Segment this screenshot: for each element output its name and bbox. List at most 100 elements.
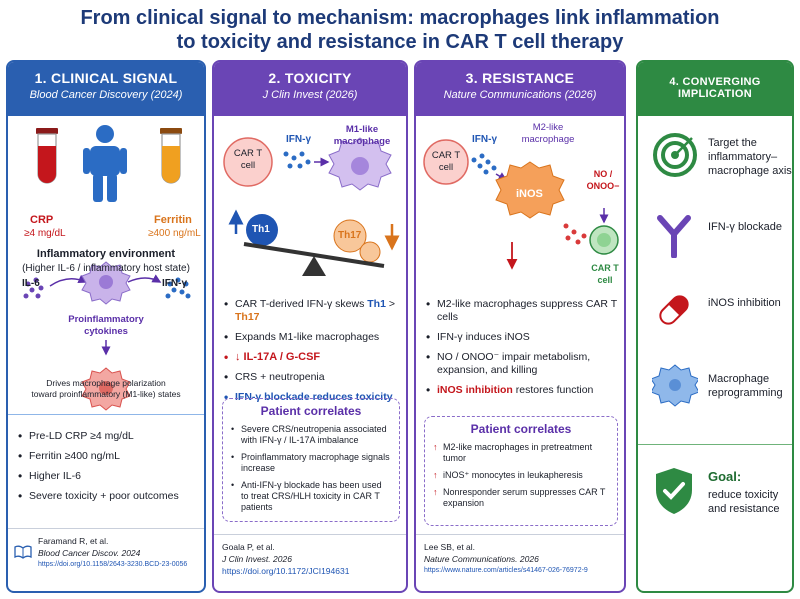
ref-doi-link[interactable]: https://www.nature.com/articles/s41467-0…: [424, 567, 588, 574]
implication-text: IFN-γ blockade: [708, 221, 782, 233]
patient-icon: [83, 125, 127, 202]
ferritin-tube-icon: [160, 128, 182, 184]
panel-header: 2. TOXICITY J Clin Invest (2026): [214, 62, 406, 116]
th1-cell-icon: [246, 214, 278, 246]
bullet-item: CAR T-derived IFN-γ skews Th1 > Th17: [224, 298, 404, 324]
ifng-label: IFN-γ: [472, 134, 497, 145]
resistance-illustration: [423, 139, 619, 270]
divider: [638, 444, 792, 445]
clinical-illustration: [23, 125, 191, 411]
car-t-cell-icon: [223, 137, 273, 187]
macrophage-icon: [652, 364, 698, 407]
car-t-label: CAR T cell: [431, 150, 461, 173]
ref-doi-link[interactable]: https://doi.org/10.1158/2643-3230.BCD-23…: [38, 561, 188, 568]
reference: Faramand R, et al. Blood Cancer Discov. …: [8, 528, 204, 577]
patient-correlates-box: Patient correlates M2-like macrophages i…: [424, 416, 618, 526]
bullet-item: Severe toxicity + poor outcomes: [18, 490, 198, 503]
il6-label: IL-6: [22, 278, 40, 289]
panel-source: J Clin Invest (2026): [262, 89, 358, 101]
divider: [8, 414, 204, 415]
panel-header: 3. RESISTANCE Nature Communications (202…: [416, 62, 624, 116]
figure-title: From clinical signal to mechanism: macro…: [0, 6, 800, 54]
car-t-label: CAR T cell: [591, 263, 619, 285]
bullet-item: ↓ IL-17A / G-CSF: [224, 351, 404, 364]
correlate-item: Severe CRS/neutropenia associated with I…: [231, 424, 391, 446]
panel-heading: 1. CLINICAL SIGNAL: [34, 70, 178, 86]
th17-label: Th17: [338, 230, 362, 241]
ifng-dots: [471, 153, 497, 175]
correlate-item: M2-like macrophages in pretreatment tumo…: [433, 442, 609, 464]
seesaw-beam: [243, 242, 385, 268]
seesaw-fulcrum: [302, 256, 326, 276]
ref-author: Goala P, et al.: [222, 542, 275, 552]
ifng-label: IFN-γ: [286, 134, 311, 145]
bullet-item: iNOS inhibition restores function: [426, 384, 622, 397]
panel-source: Nature Communications (2026): [443, 89, 597, 101]
no-label: NO / ONOO−: [586, 169, 620, 191]
bullet-item: Higher IL-6: [18, 470, 198, 483]
ref-journal: J Clin Invest. 2026: [222, 554, 292, 564]
ref-doi-link[interactable]: https://doi.org/10.1172/JCI194631: [222, 566, 350, 576]
ref-journal: Blood Cancer Discov. 2024: [38, 548, 141, 558]
toxicity-bullets: CAR T-derived IFN-γ skews Th1 > Th17 Exp…: [224, 298, 404, 411]
th1-label: Th1: [252, 224, 270, 235]
correlate-item: Anti-IFN-γ blockade has been used to tre…: [231, 480, 391, 513]
inos-label: iNOS: [516, 188, 543, 200]
drives-line-2: toward proinflammatory (M1-like) states: [31, 389, 181, 399]
bullet-item: CRS + neutropenia: [224, 371, 404, 384]
panel-header: 1. CLINICAL SIGNAL Blood Cancer Discover…: [8, 62, 204, 116]
m2-label: M2-like macrophage: [521, 122, 575, 145]
goal-title: Goal:: [708, 469, 742, 484]
goal-text: reduce toxicity and resistance: [708, 489, 780, 515]
panel-heading: 3. RESISTANCE: [465, 70, 575, 86]
bullet-item: IFN-γ induces iNOS: [426, 331, 622, 344]
ref-author: Lee SB, et al.: [424, 542, 476, 552]
panel-clinical-signal: 1. CLINICAL SIGNAL Blood Cancer Discover…: [6, 60, 206, 593]
env-subtitle: (Higher IL-6 / inflammatory host state): [22, 263, 190, 274]
book-icon: [14, 545, 32, 559]
target-icon: [653, 133, 697, 177]
patient-correlates-box: Patient correlates Severe CRS/neutropeni…: [222, 398, 400, 522]
panel-converging-implication: 4. CONVERGING IMPLICATION Target the inf…: [636, 60, 794, 593]
ifng-dots: [283, 151, 311, 169]
th17-cell-icon: [333, 219, 367, 253]
correlate-item: Nonresponder serum suppresses CAR T expa…: [433, 487, 609, 509]
bullet-item: Pre-LD CRP ≥4 mg/dL: [18, 430, 198, 443]
antibody-icon: [657, 215, 691, 258]
m1-macrophage-icon: [81, 367, 131, 411]
ifng-dots: [165, 277, 191, 299]
macrophage-icon: [81, 261, 131, 305]
ifng-label: IFN-γ: [162, 278, 187, 289]
car-t-label: CAR T cell: [233, 148, 263, 171]
toxicity-illustration: [223, 137, 400, 276]
crp-value: ≥4 mg/dL: [24, 228, 66, 239]
correlate-item: iNOS⁺ monocytes in leukapheresis: [433, 470, 609, 481]
ferritin-label: Ferritin: [154, 214, 192, 226]
crp-label: CRP: [30, 214, 54, 226]
implication-text: Target the inflammatory–macrophage axis: [708, 137, 792, 177]
resistance-bullets: M2-like macrophages suppress CAR T cells…: [426, 298, 622, 404]
reference: Lee SB, et al. Nature Communications. 20…: [416, 534, 624, 583]
m1-label: M1-like macrophage: [333, 124, 391, 147]
title-line-1: From clinical signal to mechanism: macro…: [80, 7, 720, 29]
m1-macrophage-icon: [328, 137, 392, 191]
panel-heading: 2. TOXICITY: [268, 70, 352, 86]
env-title: Inflammatory environment: [36, 248, 176, 260]
panel-resistance: 3. RESISTANCE Nature Communications (202…: [414, 60, 626, 593]
bullet-item: IFN-γ blockade reduces toxicity: [224, 391, 404, 404]
clinical-bullets: Pre-LD CRP ≥4 mg/dL Ferritin ≥400 ng/mL …: [18, 430, 198, 510]
correlate-item: Proinflammatory macrophage signals incre…: [231, 452, 391, 474]
cytokines-label: Proinflammatory cytokines: [68, 314, 144, 337]
drives-line-1: Drives macrophage polarization: [46, 378, 166, 388]
shield-check-icon: [656, 468, 692, 514]
correlates-title: Patient correlates: [260, 404, 362, 418]
bullet-item: Expands M1-like macrophages: [224, 331, 404, 344]
bullet-item: NO / ONOO⁻ impair metabolism, expansion,…: [426, 351, 622, 377]
panel-header: 4. CONVERGING IMPLICATION: [638, 62, 792, 116]
drives-text: Drives macrophage polarization toward pr…: [8, 378, 204, 400]
ref-author: Faramand R, et al.: [38, 536, 109, 546]
m2-macrophage-icon: [495, 161, 565, 219]
panel-toxicity: 2. TOXICITY J Clin Invest (2026) CAR T c…: [212, 60, 408, 593]
no-dots: [563, 223, 587, 245]
implication-text: Macrophage reprogramming: [708, 373, 783, 399]
